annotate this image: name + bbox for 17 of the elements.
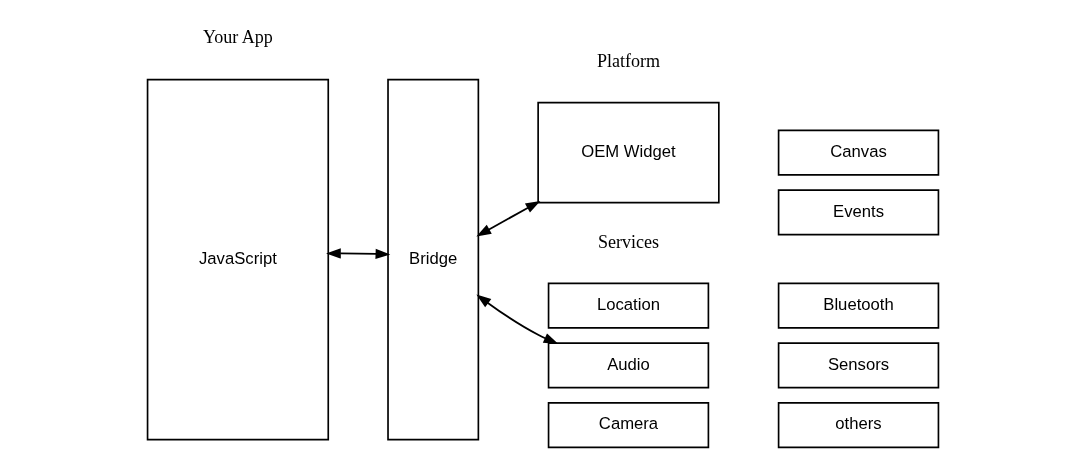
- node-box: Canvas: [777, 129, 939, 176]
- arrow: [325, 248, 390, 260]
- node-box: Sensors: [777, 342, 939, 389]
- node-box: Bridge: [386, 78, 479, 441]
- label: Your App: [202, 27, 273, 48]
- node-box: JavaScript: [146, 78, 329, 441]
- node-box: Camera: [547, 402, 709, 449]
- node-box: OEM Widget: [536, 101, 720, 204]
- label: Services: [597, 231, 659, 252]
- node-box: Audio: [547, 342, 709, 389]
- label: Platform: [596, 51, 660, 72]
- node-box: Events: [777, 189, 939, 236]
- node-box: others: [777, 402, 939, 449]
- node-box: Location: [547, 282, 709, 329]
- arrow: [475, 200, 540, 237]
- node-box: Bluetooth: [777, 282, 939, 329]
- arrow: [475, 294, 558, 345]
